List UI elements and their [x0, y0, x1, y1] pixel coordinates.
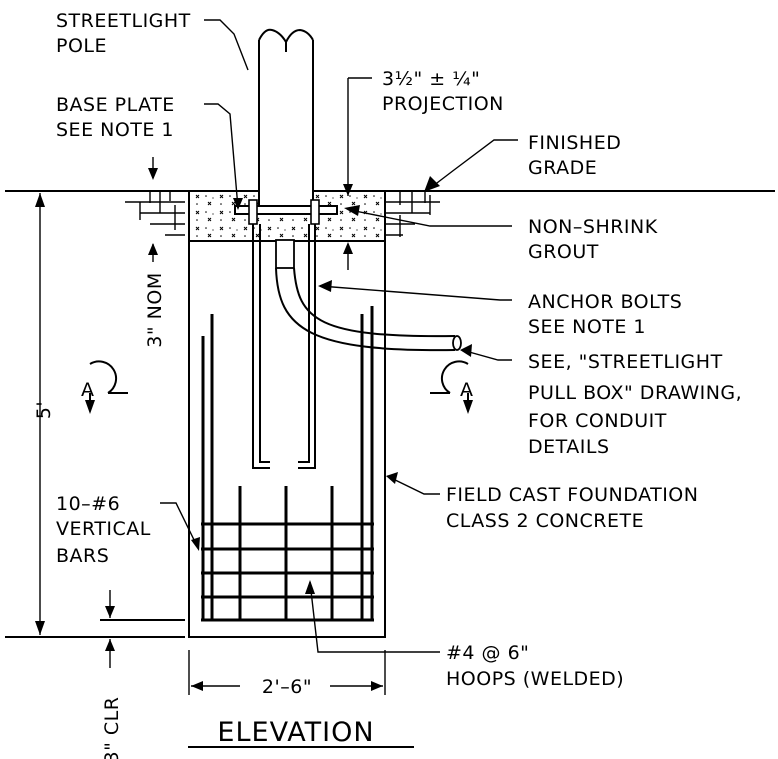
- svg-text:ELEVATION: ELEVATION: [217, 717, 374, 748]
- svg-text:5': 5': [33, 401, 55, 419]
- label-finished-grade: FINISHED: [528, 132, 621, 154]
- svg-text:A: A: [460, 379, 474, 401]
- svg-text:3" NOM: 3" NOM: [144, 272, 166, 347]
- hoops: [201, 522, 374, 622]
- anchor-bolts: [252, 224, 316, 469]
- label-field-cast: FIELD CAST FOUNDATION: [446, 484, 698, 506]
- grout-thickness-dimension: 3" NOM: [144, 157, 166, 348]
- section-marker-left: A: [81, 360, 128, 414]
- svg-text:SEE NOTE 1: SEE NOTE 1: [528, 316, 646, 338]
- svg-text:FOR CONDUIT: FOR CONDUIT: [528, 410, 667, 432]
- conduit: [275, 239, 462, 352]
- section-marker-right: A: [430, 360, 474, 414]
- label-see-drawing: SEE, "STREETLIGHT: [528, 351, 723, 373]
- width-dimension: 2'–6": [188, 650, 386, 698]
- clear-cover-dimension: 3" CLR: [101, 590, 123, 759]
- svg-text:3½" ± ¼": 3½" ± ¼": [382, 68, 480, 90]
- label-base-plate: BASE PLATE: [56, 94, 175, 116]
- label-anchor-bolts: ANCHOR BOLTS: [528, 291, 682, 313]
- svg-text:CLASS 2 CONCRETE: CLASS 2 CONCRETE: [446, 510, 644, 532]
- svg-text:HOOPS (WELDED): HOOPS (WELDED): [446, 668, 624, 690]
- streetlight-pole: [258, 28, 314, 207]
- svg-text:BARS: BARS: [56, 545, 109, 567]
- drawing-title: ELEVATION: [188, 717, 414, 748]
- svg-text:PROJECTION: PROJECTION: [382, 93, 504, 115]
- svg-text:DETAILS: DETAILS: [528, 436, 610, 458]
- finished-grade-line: [5, 190, 775, 237]
- leader-lines: [160, 19, 518, 653]
- label-pole: STREETLIGHT: [56, 10, 191, 32]
- svg-text:PULL BOX" DRAWING,: PULL BOX" DRAWING,: [528, 382, 742, 404]
- svg-text:3" CLR: 3" CLR: [101, 697, 123, 759]
- svg-text:A: A: [81, 379, 95, 401]
- svg-text:2'–6": 2'–6": [262, 676, 312, 698]
- label-grout: NON–SHRINK: [528, 216, 658, 238]
- label-hoops: #4 @ 6": [446, 642, 529, 664]
- svg-text:GROUT: GROUT: [528, 241, 599, 263]
- label-vertical-bars: 10–#6: [56, 493, 120, 515]
- svg-text:POLE: POLE: [56, 35, 107, 57]
- svg-text:VERTICAL: VERTICAL: [56, 518, 151, 540]
- svg-text:SEE NOTE 1: SEE NOTE 1: [56, 119, 174, 141]
- svg-text:GRADE: GRADE: [528, 157, 597, 179]
- callout-labels: STREETLIGHT POLE BASE PLATE SEE NOTE 1 F…: [56, 10, 742, 690]
- height-dimension: 5': [5, 193, 185, 638]
- projection-dimension: 3½" ± ¼" PROJECTION: [343, 68, 504, 270]
